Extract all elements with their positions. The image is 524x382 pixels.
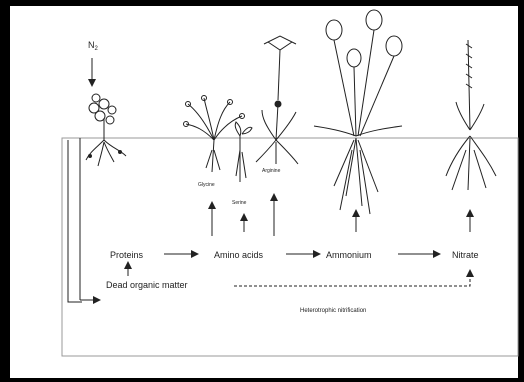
species-label-2: Serine	[232, 200, 247, 206]
nitrate-label: Nitrate	[452, 250, 479, 260]
ammonium-label: Ammonium	[326, 250, 372, 260]
species-label-1: Glycine	[198, 182, 215, 188]
heterotrophic-nitrification-label: Heterotrophic nitrification	[300, 308, 366, 314]
species-label-3: Arginine	[262, 168, 281, 174]
amino-acids-label: Amino acids	[214, 250, 264, 260]
dead-organic-matter-label: Dead organic matter	[106, 280, 188, 290]
paper-background	[10, 6, 518, 378]
proteins-label: Proteins	[110, 250, 144, 260]
